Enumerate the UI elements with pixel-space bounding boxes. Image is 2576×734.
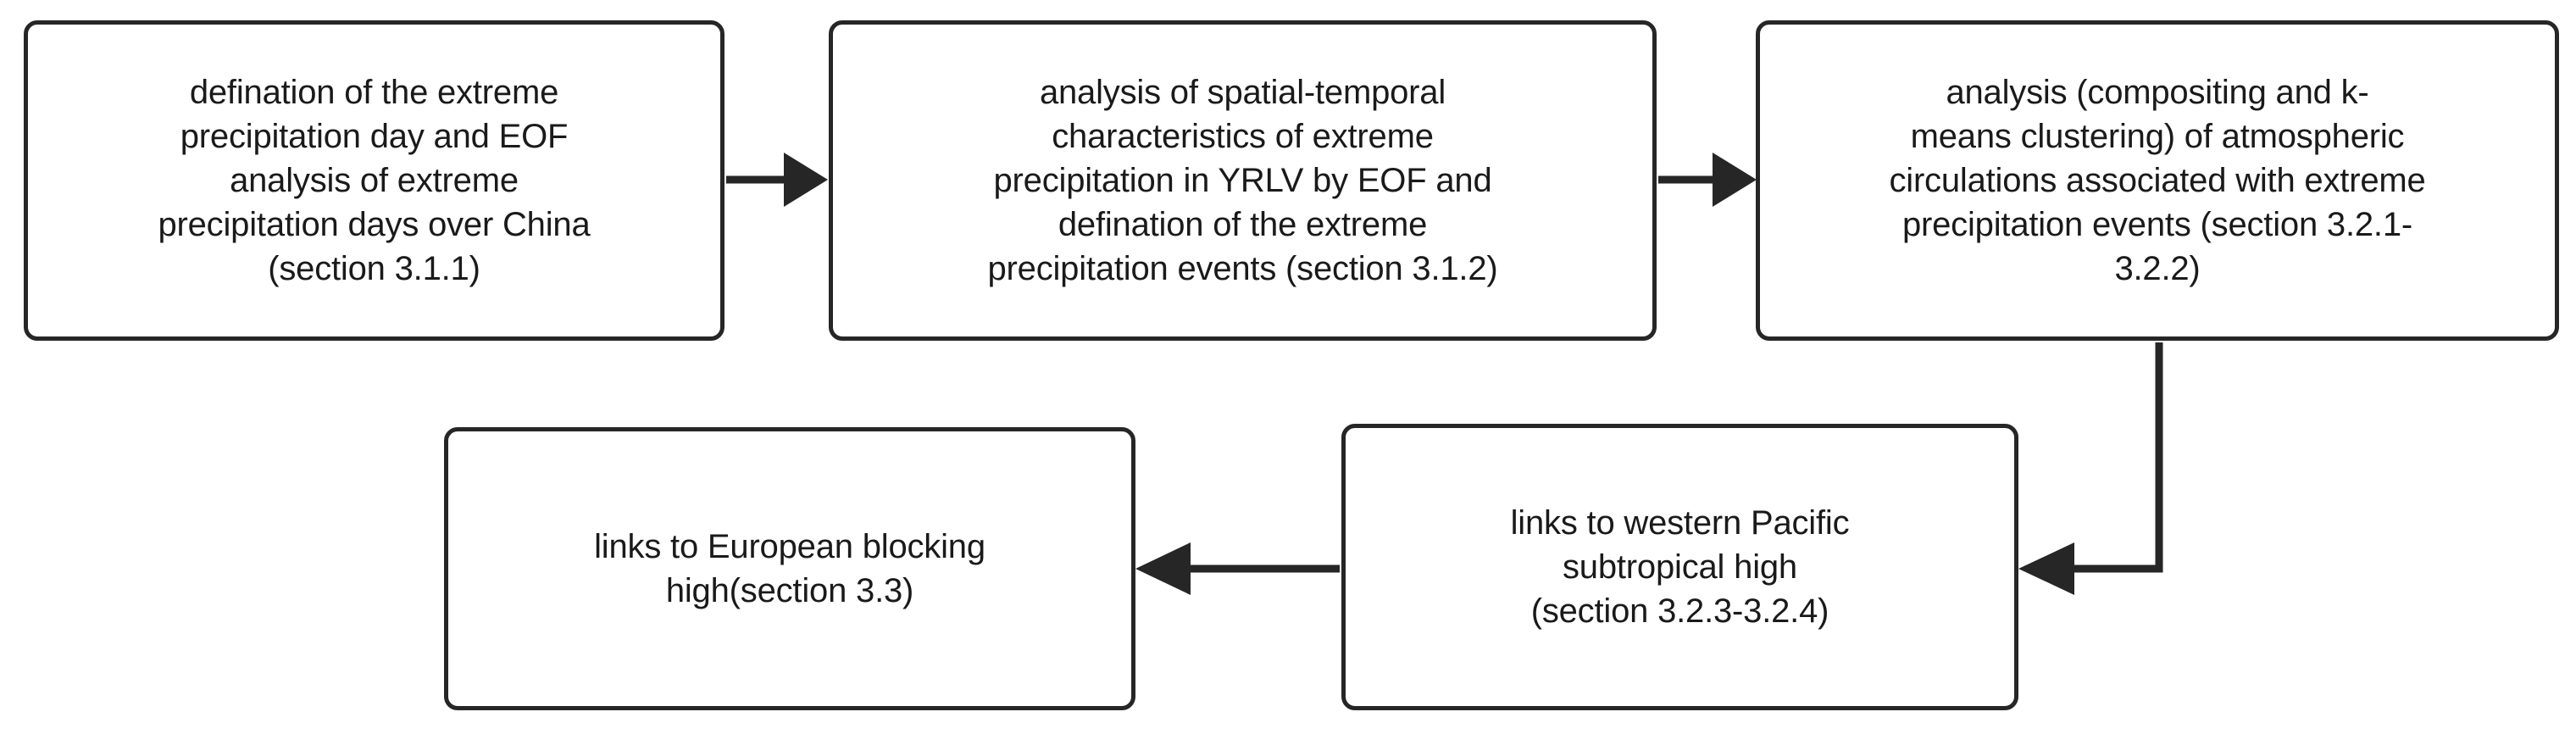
node-5-label: links to European blocking high(section … [594,528,985,609]
node-4-label: links to western Pacific subtropical hig… [1510,504,1850,630]
node-spatial-temporal-characteristics-yrlv[interactable]: analysis of spatial-temporal characteris… [829,20,1657,341]
node-3-label: analysis (compositing and k- means clust… [1889,74,2426,287]
node-1-label: defination of the extreme precipitation … [158,74,591,287]
edge-node1-to-node2 [726,153,828,207]
edge-node4-to-node5 [1135,542,1340,595]
node-european-blocking-high[interactable]: links to European blocking high(section … [444,427,1135,710]
node-2-label: analysis of spatial-temporal characteris… [987,74,1498,287]
node-atmospheric-circulation-analysis[interactable]: analysis (compositing and k- means clust… [1756,20,2559,341]
edge-node3-to-node4 [2018,342,2163,595]
node-western-pacific-subtropical-high[interactable]: links to western Pacific subtropical hig… [1341,424,2018,710]
edge-node2-to-node3 [1658,153,1757,207]
node-defination-extreme-precipitation-day[interactable]: defination of the extreme precipitation … [24,20,724,341]
